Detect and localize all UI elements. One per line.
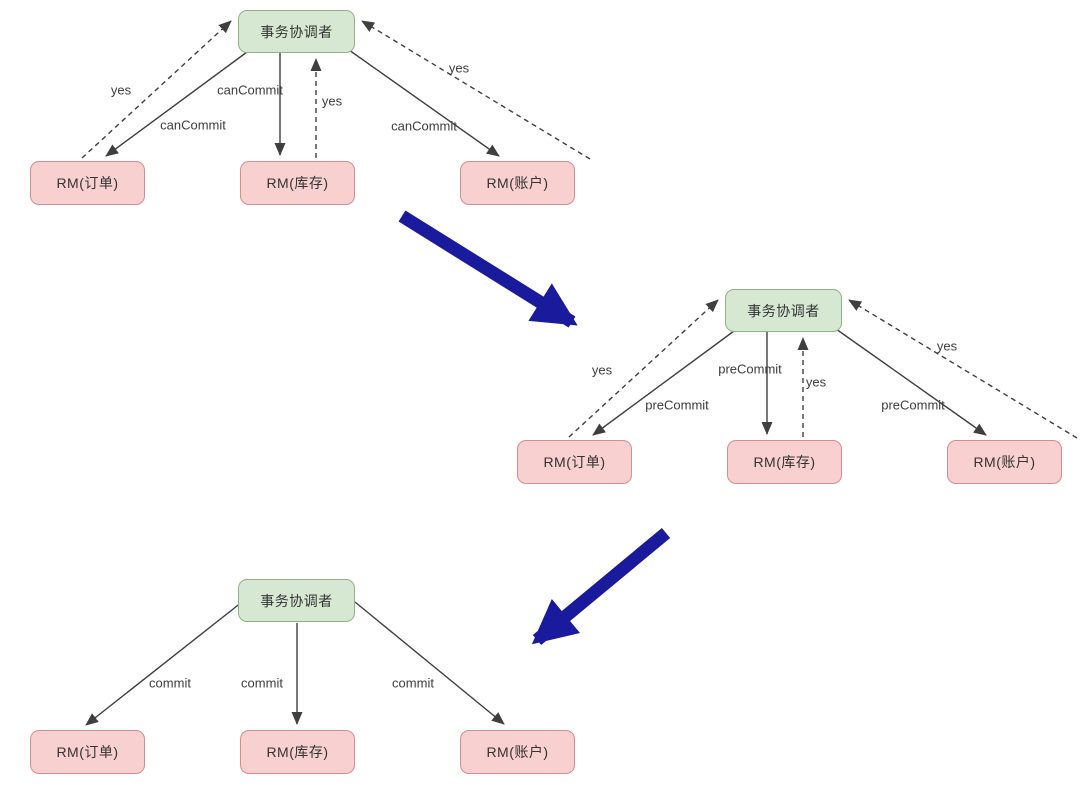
request-arrow-coordinator-to-rm-account [348,49,500,157]
coordinator-node: 事务协调者 [238,579,355,622]
rm-order-node: RM(订单) [517,440,632,484]
request-arrow-coordinator-to-rm-order [105,51,248,157]
request-arrow-coordinator-to-rm-order [592,330,735,436]
edge-label-cancommit-mid: canCommit [217,82,283,98]
stage-phase3-commit: 事务协调者 RM(订单) RM(库存) RM(账户) commit commit… [0,569,625,790]
phase2-connectors [568,299,1078,439]
commit-arrow-coordinator-to-rm-order [85,601,243,726]
commit-arrow-coordinator-to-rm-account [354,601,505,725]
edge-label-yes-left: yes [110,82,132,98]
edge-label-yes-right: yes [448,60,470,76]
phase1-connectors [81,20,591,160]
edge-label-cancommit-left: canCommit [160,117,226,133]
request-arrow-coordinator-to-rm-account [835,328,987,436]
coordinator-node: 事务协调者 [725,289,842,332]
rm-account-node: RM(账户) [460,161,575,205]
response-arrow-rm-order-to-coordinator [568,299,719,438]
edge-label-yes-right: yes [936,338,958,354]
response-arrow-rm-order-to-coordinator [81,20,232,159]
rm-account-node: RM(账户) [460,730,575,774]
stage-phase1-cancommit: 事务协调者 RM(订单) RM(库存) RM(账户) yes canCommit… [0,0,625,222]
rm-inventory-node: RM(库存) [727,440,842,484]
edge-label-yes-mid: yes [805,374,827,390]
edge-label-yes-left: yes [591,362,613,378]
edge-label-yes-mid: yes [321,93,343,109]
coordinator-node: 事务协调者 [238,10,355,53]
rm-order-node: RM(订单) [30,730,145,774]
response-arrow-rm-account-to-coordinator [361,20,591,160]
edge-label-precommit-mid: preCommit [718,361,782,377]
rm-inventory-node: RM(库存) [240,161,355,205]
edge-label-cancommit-right: canCommit [391,118,457,134]
rm-inventory-node: RM(库存) [240,730,355,774]
edge-label-commit-mid: commit [241,675,283,691]
stage-phase2-precommit: 事务协调者 RM(订单) RM(库存) RM(账户) yes preCommit… [487,279,1080,501]
edge-label-precommit-left: preCommit [645,397,709,413]
phase3-connectors [85,601,505,726]
rm-account-node: RM(账户) [947,440,1062,484]
edge-label-commit-right: commit [392,675,434,691]
rm-order-node: RM(订单) [30,161,145,205]
edge-label-commit-left: commit [149,675,191,691]
edge-label-precommit-right: preCommit [881,397,945,413]
response-arrow-rm-account-to-coordinator [848,299,1078,439]
